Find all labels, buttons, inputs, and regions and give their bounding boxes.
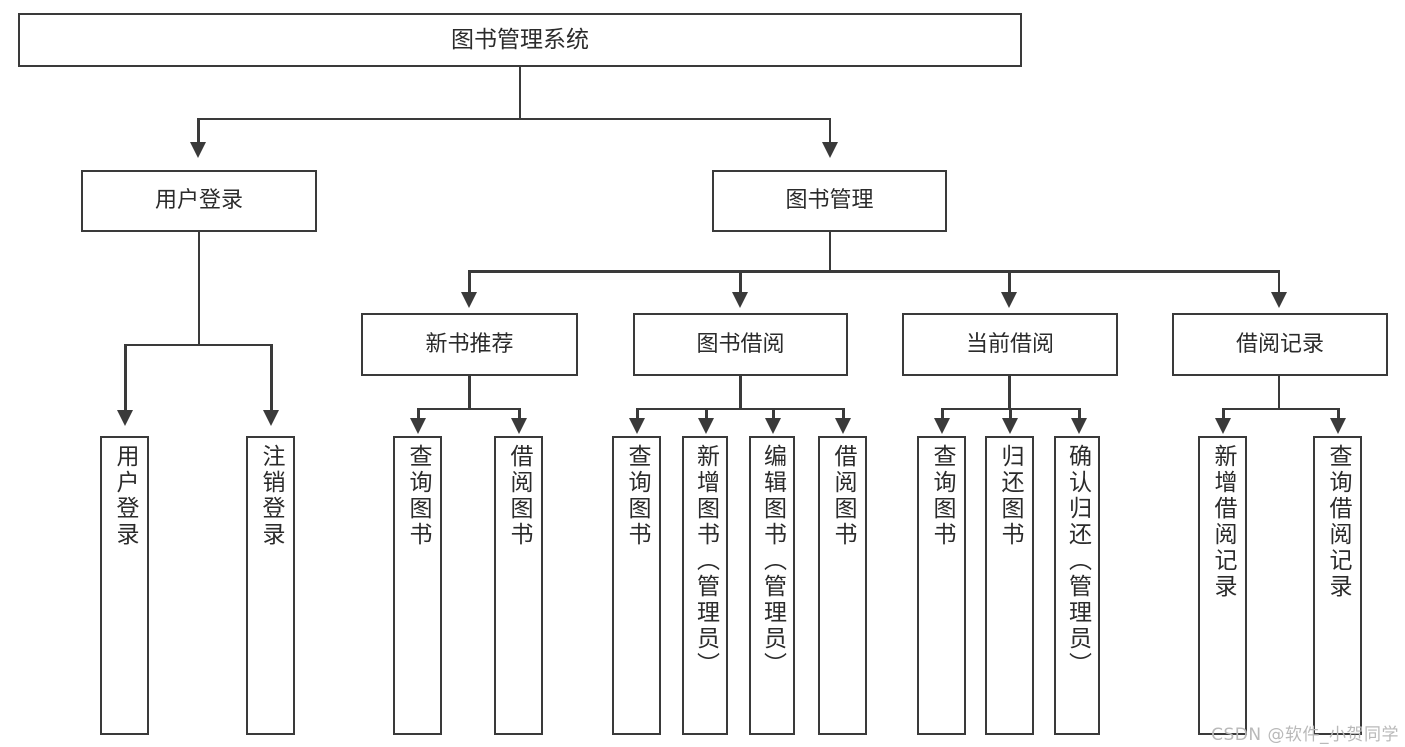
leaf-borrow-query-books[interactable]: 查询图书	[612, 436, 661, 735]
connector-root-stem	[518, 67, 522, 119]
connector-user-login-to-leaf-1	[124, 343, 127, 412]
connector-borrow-stem	[739, 376, 742, 409]
connector-book-mgmt-stem	[828, 232, 831, 272]
connector-borrow-to-leaf-1	[636, 407, 639, 420]
connector-book-mgmt-to-records	[1277, 270, 1280, 294]
node-label: 查询图书	[624, 444, 650, 548]
connector-user-login-to-leaf-2	[270, 343, 273, 412]
arrowhead-borrow-to-leaf-2	[698, 418, 715, 434]
node-label: 用户登录	[154, 188, 243, 214]
leaf-logout[interactable]: 注销登录	[246, 436, 295, 735]
node-label: 归还图书	[997, 444, 1023, 548]
arrowhead-book-mgmt-to-borrow	[732, 292, 749, 308]
connector-root-to-book-mgmt	[828, 117, 831, 144]
arrowhead-borrow-to-leaf-3	[765, 418, 782, 434]
node-borrow-records[interactable]: 借阅记录	[1172, 313, 1388, 376]
node-current-borrow[interactable]: 当前借阅	[902, 313, 1118, 376]
connector-borrow-to-leaf-3	[772, 407, 775, 420]
node-new-book-recommend[interactable]: 新书推荐	[361, 313, 578, 376]
node-book-borrow[interactable]: 图书借阅	[633, 313, 848, 376]
leaf-borrow-books[interactable]: 借阅图书	[818, 436, 867, 735]
arrowhead-user-login-to-leaf-1	[117, 410, 134, 426]
node-label: 当前借阅	[965, 331, 1054, 357]
connector-records-bus	[1222, 407, 1339, 410]
leaf-edit-book-admin[interactable]: 编辑图书（管理员）	[749, 436, 795, 735]
connector-user-login-bus	[124, 343, 272, 346]
leaf-current-query-books[interactable]: 查询图书	[917, 436, 966, 735]
connector-current-to-leaf-1	[941, 407, 944, 420]
leaf-add-borrow-record[interactable]: 新增借阅记录	[1198, 436, 1247, 735]
node-label: 注销登录	[258, 444, 284, 548]
connector-book-mgmt-to-current	[1008, 270, 1011, 294]
arrowhead-book-mgmt-to-current	[1001, 292, 1018, 308]
leaf-user-login[interactable]: 用户登录	[100, 436, 149, 735]
arrowhead-records-to-leaf-2	[1330, 418, 1347, 434]
leaf-newbook-query-books[interactable]: 查询图书	[393, 436, 442, 735]
arrowhead-current-to-leaf-1	[934, 418, 951, 434]
connector-current-stem	[1008, 376, 1011, 409]
connector-borrow-to-leaf-2	[705, 407, 708, 420]
connector-newbook-stem	[468, 376, 471, 409]
connector-book-mgmt-bus	[468, 270, 1280, 273]
leaf-add-book-admin[interactable]: 新增图书（管理员）	[682, 436, 728, 735]
leaf-query-borrow-record[interactable]: 查询借阅记录	[1313, 436, 1362, 735]
node-label: 查询借阅记录	[1325, 444, 1351, 600]
connector-borrow-bus	[636, 407, 844, 410]
node-label: 新增借阅记录	[1210, 444, 1236, 600]
node-label: 借阅图书	[506, 444, 532, 548]
node-label: 图书借阅	[696, 331, 785, 357]
connector-records-to-leaf-2	[1337, 407, 1340, 420]
connector-borrow-to-leaf-4	[842, 407, 845, 420]
node-label: 新增图书（管理员）	[692, 444, 719, 678]
arrowhead-book-mgmt-to-newbook	[461, 292, 478, 308]
node-label: 确认归还（管理员）	[1064, 444, 1091, 678]
connector-records-to-leaf-1	[1222, 407, 1225, 420]
arrowhead-book-mgmt-to-records	[1270, 292, 1287, 308]
arrowhead-borrow-to-leaf-4	[835, 418, 852, 434]
connector-book-mgmt-to-borrow	[739, 270, 742, 294]
node-label: 用户登录	[112, 444, 138, 548]
connector-records-stem	[1277, 376, 1280, 409]
connector-root-to-user-login	[197, 117, 200, 144]
connector-root-bus	[197, 117, 831, 120]
node-label: 图书管理	[785, 188, 874, 214]
csdn-watermark: CSDN @软件_小贺同学	[1211, 725, 1399, 745]
leaf-newbook-borrow-books[interactable]: 借阅图书	[494, 436, 543, 735]
node-book-management[interactable]: 图书管理	[712, 170, 947, 232]
node-user-login[interactable]: 用户登录	[81, 170, 317, 232]
arrowhead-root-to-book-mgmt	[821, 142, 838, 158]
node-label: 新书推荐	[425, 331, 514, 357]
node-label: 借阅记录	[1235, 331, 1324, 357]
arrowhead-records-to-leaf-1	[1215, 418, 1232, 434]
leaf-confirm-return-admin[interactable]: 确认归还（管理员）	[1054, 436, 1100, 735]
arrowhead-current-to-leaf-3	[1071, 418, 1088, 434]
node-label: 查询图书	[405, 444, 431, 548]
connector-newbook-to-leaf-1	[417, 407, 420, 420]
connector-current-to-leaf-2	[1009, 407, 1012, 420]
leaf-return-books[interactable]: 归还图书	[985, 436, 1034, 735]
connector-newbook-to-leaf-2	[518, 407, 521, 420]
connector-newbook-bus	[417, 407, 520, 410]
connector-current-to-leaf-3	[1078, 407, 1081, 420]
arrowhead-current-to-leaf-2	[1002, 418, 1019, 434]
connector-book-mgmt-to-newbook	[468, 270, 471, 294]
arrowhead-root-to-user-login	[190, 142, 207, 158]
arrowhead-user-login-to-leaf-2	[263, 410, 280, 426]
node-root-system[interactable]: 图书管理系统	[18, 13, 1022, 67]
node-label: 编辑图书（管理员）	[759, 444, 786, 678]
arrowhead-newbook-to-leaf-1	[410, 418, 427, 434]
node-label: 图书管理系统	[451, 26, 589, 53]
node-label: 借阅图书	[830, 444, 856, 548]
node-label: 查询图书	[929, 444, 955, 548]
connector-user-login-stem	[197, 232, 201, 345]
arrowhead-newbook-to-leaf-2	[511, 418, 528, 434]
arrowhead-borrow-to-leaf-1	[629, 418, 646, 434]
